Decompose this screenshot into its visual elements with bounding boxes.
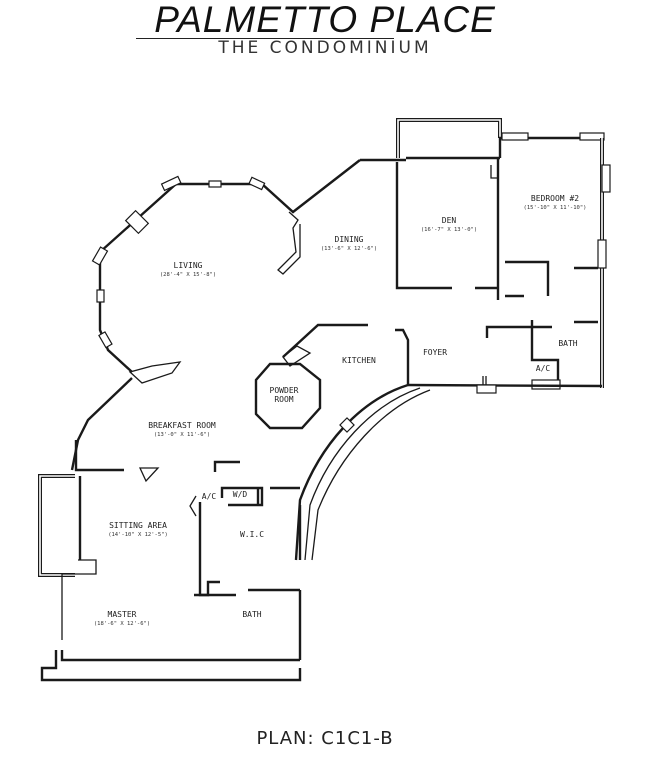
building-title: PALMETTO PLACE bbox=[154, 0, 496, 40]
upper-right-walls bbox=[360, 118, 611, 394]
room-dims-dining: (13'-6" X 12'-6") bbox=[321, 246, 377, 252]
room-label-ac-lower: A/C bbox=[202, 492, 217, 501]
building-subtitle: THE CONDOMINIUM bbox=[218, 38, 432, 58]
room-label-ac-upper: A/C bbox=[536, 364, 551, 373]
living-dining-walls bbox=[70, 159, 361, 471]
room-label-dining: DINING bbox=[335, 235, 364, 244]
room-label-bedroom-2: BEDROOM #2 bbox=[531, 194, 579, 203]
room-label-wic: W.I.C bbox=[240, 530, 264, 539]
room-label-powder: POWDER bbox=[270, 386, 299, 395]
plan-code: PLAN: C1C1-B bbox=[256, 728, 394, 749]
room-label-powder-2: ROOM bbox=[274, 395, 293, 404]
kitchen-walls bbox=[254, 323, 431, 561]
room-label-kitchen: KITCHEN bbox=[342, 356, 376, 365]
room-label-breakfast: BREAKFAST ROOM bbox=[148, 421, 216, 430]
room-dims-master: (18'-6" X 12'-6") bbox=[94, 621, 150, 627]
room-dims-breakfast: (13'-0" X 11'-6") bbox=[154, 432, 210, 438]
room-labels: LIVING (28'-4" X 15'-8") DINING (13'-6" … bbox=[94, 194, 587, 627]
room-label-master: MASTER bbox=[108, 610, 137, 619]
room-dims-living: (28'-4" X 15'-8") bbox=[160, 272, 216, 278]
room-label-living: LIVING bbox=[174, 261, 203, 270]
room-label-foyer: FOYER bbox=[423, 348, 447, 357]
room-label-sitting: SITTING AREA bbox=[109, 521, 167, 530]
title-underline bbox=[136, 38, 394, 39]
room-label-wd: W/D bbox=[233, 490, 248, 499]
room-label-master-bath: BATH bbox=[242, 610, 261, 619]
master-suite-walls bbox=[38, 440, 302, 682]
room-dims-sitting: (14'-10" X 12'-5") bbox=[108, 532, 168, 538]
room-dims-bedroom-2: (15'-10" X 11'-10") bbox=[524, 205, 587, 211]
room-dims-den: (16'-7" X 13'-0") bbox=[421, 227, 477, 233]
room-label-bath-2: BATH bbox=[558, 339, 577, 348]
room-label-den: DEN bbox=[442, 216, 457, 225]
